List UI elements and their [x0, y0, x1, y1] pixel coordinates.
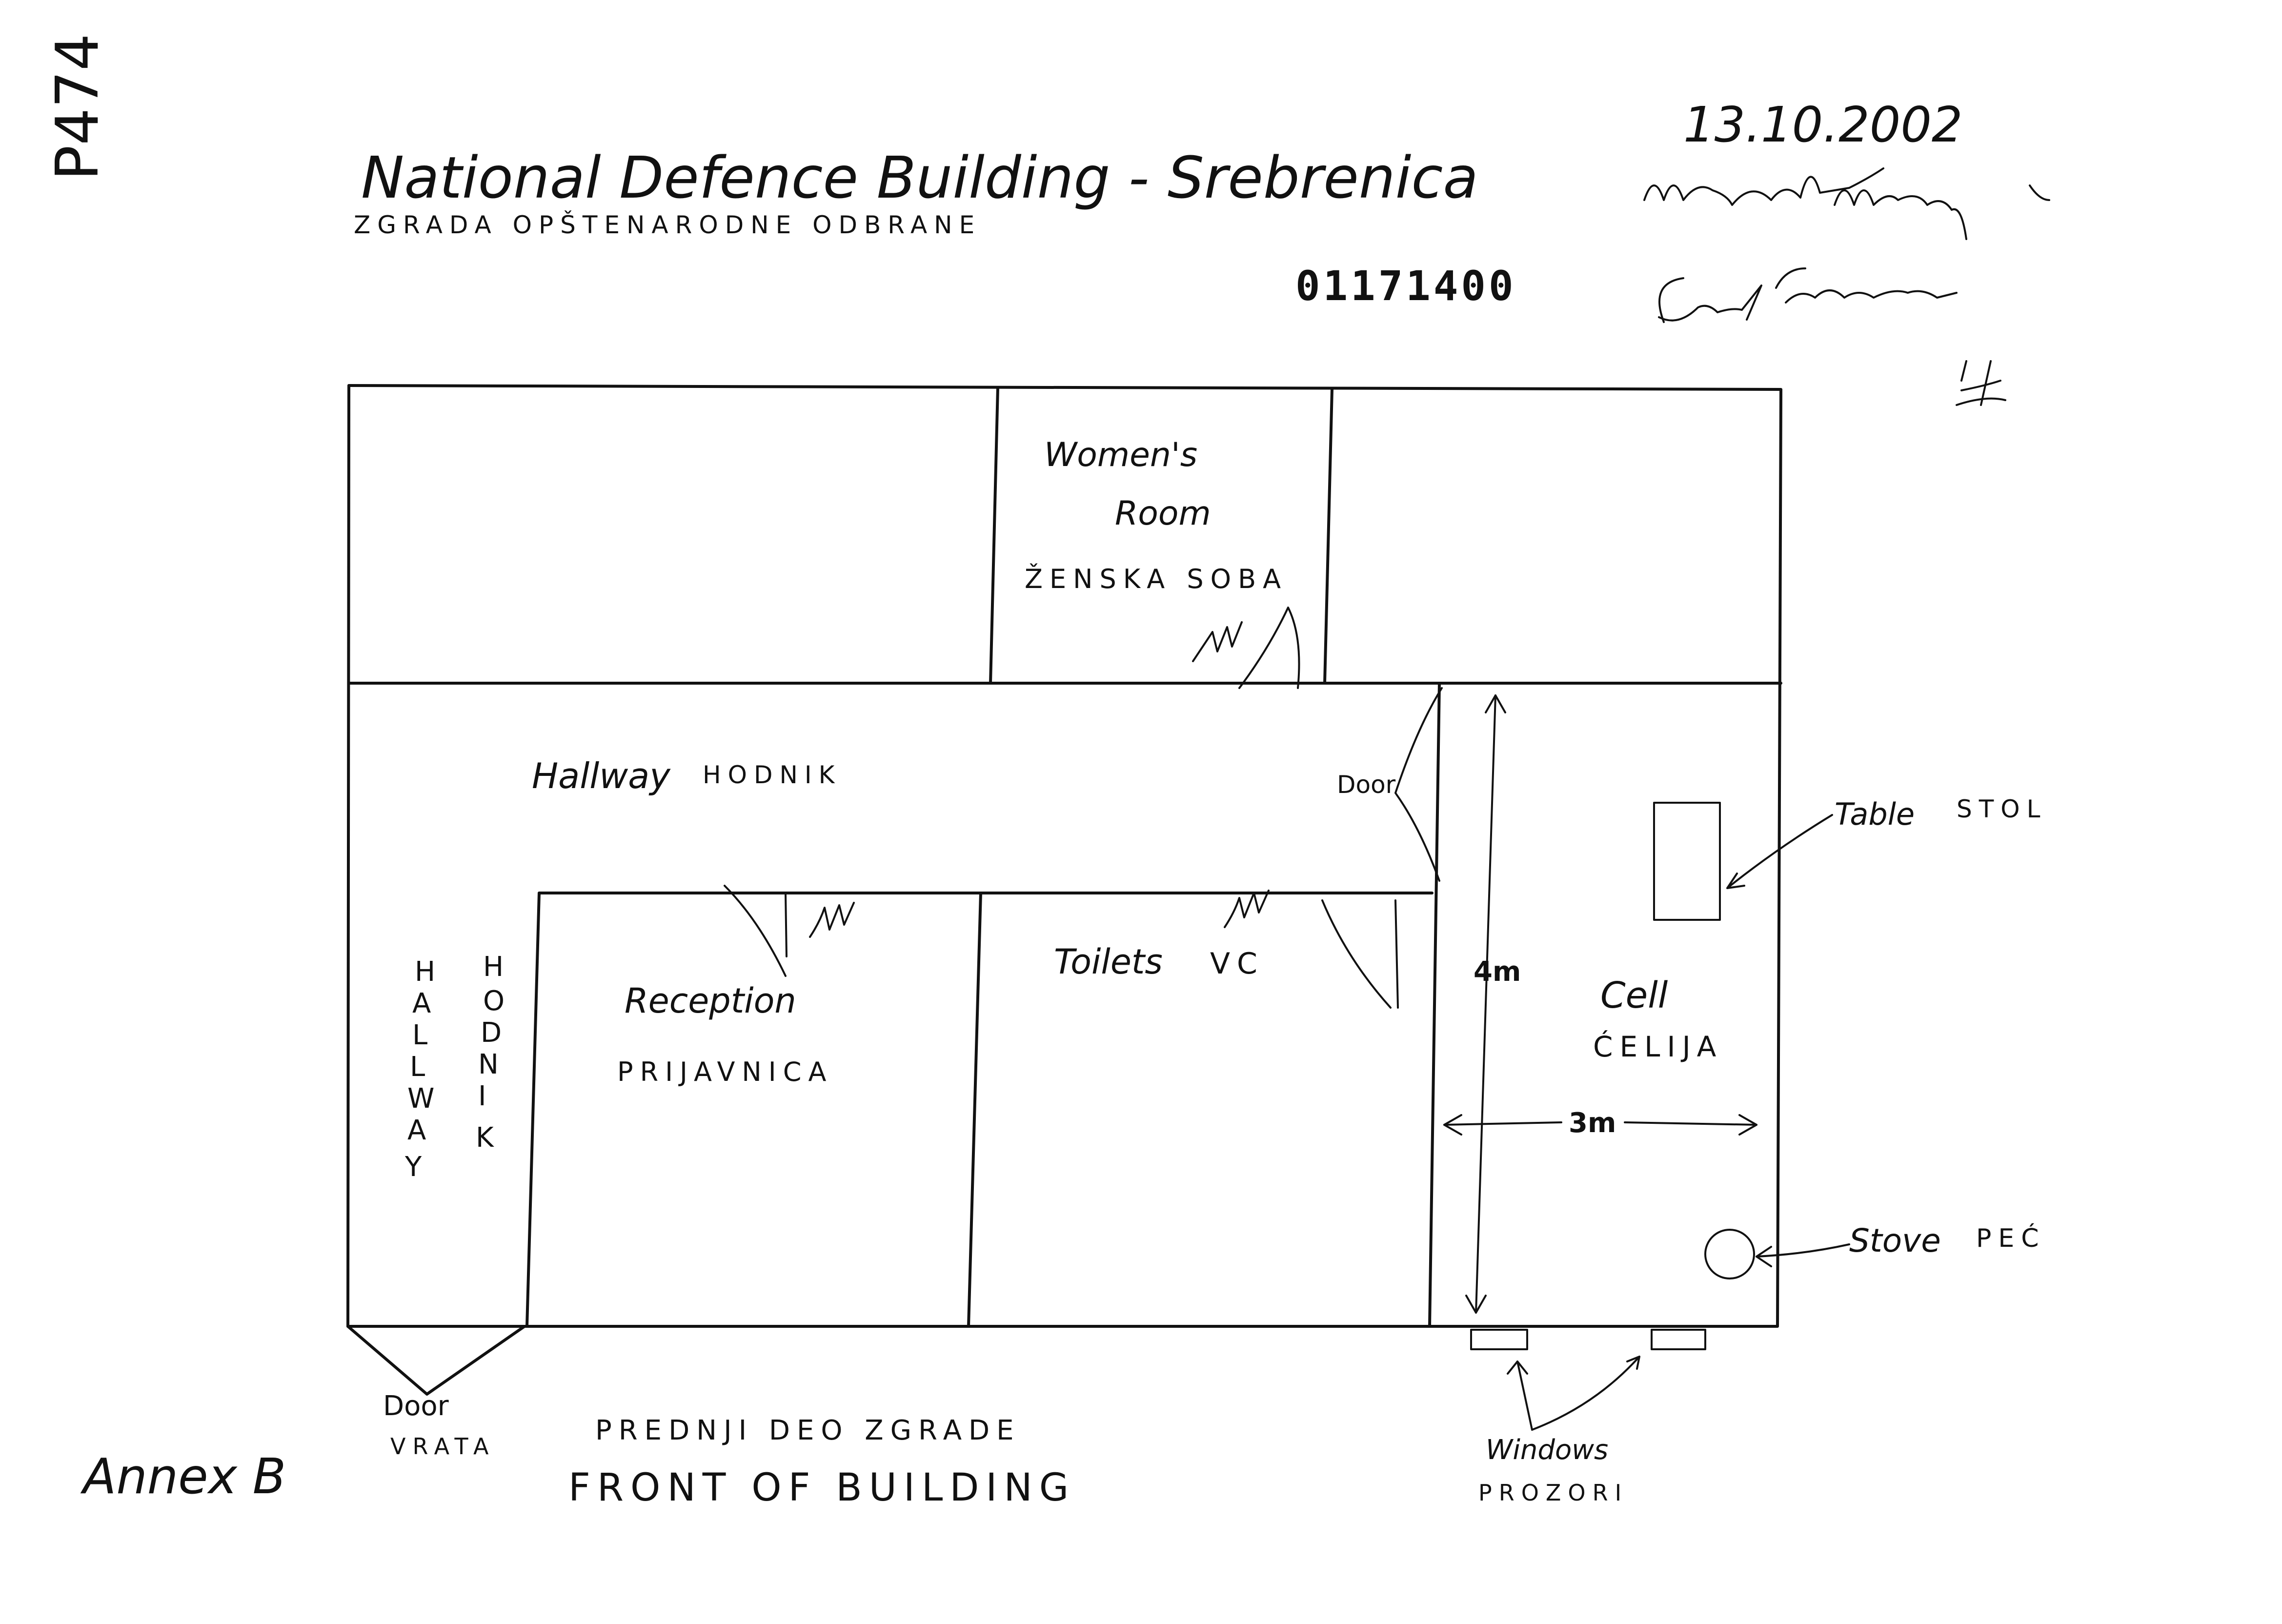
page-code: P474 [44, 34, 112, 181]
svg-text:D: D [481, 1017, 502, 1049]
title: National Defence Building - Srebrenica [361, 144, 1478, 211]
svg-text:I: I [478, 1080, 486, 1112]
womens-room-local-label: ŽENSKA SOBA [1025, 564, 1288, 594]
height-dimension: 4m [1474, 956, 1521, 988]
stove-symbol [1704, 1229, 1755, 1279]
hodnik-vertical-label: H O D N I K [476, 951, 505, 1154]
svg-text:N: N [478, 1049, 499, 1080]
windows-local-label: PROZORI [1478, 1480, 1628, 1506]
title-local: ZGRADA OPŠTENARODNE ODBRANE [354, 210, 981, 239]
reception-label: Reception [625, 981, 796, 1021]
hallway-vertical-label: H A L L W A Y [404, 956, 435, 1183]
windows-label: Windows [1486, 1434, 1608, 1466]
door-swings [724, 607, 1443, 1009]
table-symbol [1653, 802, 1721, 921]
womens-room-label: Women's [1044, 436, 1197, 474]
front-of-building-label: FRONT OF BUILDING [568, 1466, 1075, 1510]
svg-text:K: K [476, 1122, 494, 1154]
front-door-label: Door [383, 1390, 449, 1422]
dimension-arrows [1443, 694, 1850, 1431]
annex-label: Annex B [80, 1448, 286, 1505]
width-dimension: 3m [1569, 1107, 1616, 1139]
svg-text:L: L [412, 1019, 427, 1051]
stove-local-label: PEĆ [1976, 1223, 2046, 1253]
womens-room-label-2: Room [1115, 494, 1211, 533]
front-door-local-label: VRATA [390, 1433, 495, 1460]
hallway-label: Hallway [532, 755, 671, 796]
document-number: 01171400 [1295, 262, 1516, 310]
hallway-local-label: HODNIK [703, 761, 841, 789]
date: 13.10.2002 [1683, 96, 1963, 153]
svg-text:H: H [415, 956, 435, 988]
svg-text:A: A [407, 1115, 426, 1146]
signatures [1643, 167, 2050, 406]
reception-local-label: PRIJAVNICA [617, 1056, 833, 1087]
svg-text:A: A [412, 988, 431, 1019]
front-of-building-local-label: PREDNJI DEO ZGRADE [595, 1415, 1021, 1446]
toilets-label: Toilets [1054, 942, 1163, 982]
building-outline [346, 384, 1782, 1396]
svg-text:L: L [410, 1051, 425, 1083]
stove-label: Stove [1849, 1222, 1941, 1259]
svg-text:O: O [483, 985, 505, 1017]
toilets-local-label: VC [1210, 947, 1264, 981]
svg-text:W: W [407, 1083, 434, 1115]
windows [1470, 1329, 1706, 1350]
svg-text:H: H [483, 951, 504, 983]
cell-local-label: ĆELIJA [1593, 1030, 1723, 1063]
table-local-label: STOL [1957, 795, 2047, 823]
inner-door-label: Door [1337, 771, 1396, 799]
cell-label: Cell [1600, 974, 1668, 1016]
svg-text:Y: Y [404, 1151, 422, 1183]
table-label: Table [1835, 796, 1915, 832]
